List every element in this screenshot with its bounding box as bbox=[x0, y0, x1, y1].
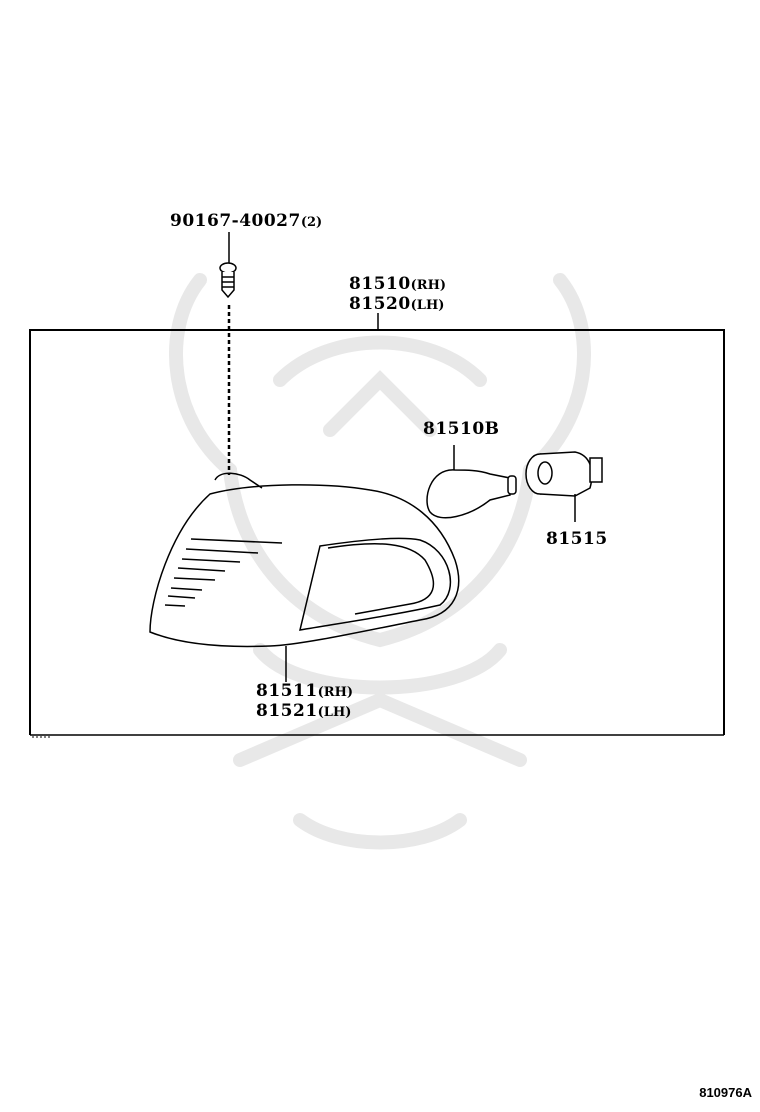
assembly-bracket bbox=[29, 313, 725, 738]
figure-id: 810976A bbox=[699, 1085, 752, 1100]
part-side: (RH) bbox=[317, 685, 354, 700]
part-line-lh: 81520(LH) bbox=[349, 295, 446, 315]
socket-icon bbox=[525, 451, 603, 522]
part-qty: (2) bbox=[300, 215, 323, 230]
part-line-rh: 81510(RH) bbox=[349, 275, 446, 295]
bulb-icon bbox=[426, 445, 517, 519]
part-number: 81511 bbox=[256, 681, 318, 701]
part-label-lens[interactable]: 81511(RH) 81521(LH) bbox=[256, 682, 353, 722]
part-side: (LH) bbox=[410, 298, 445, 313]
part-label-bulb[interactable]: 81510B bbox=[423, 420, 500, 438]
watermark-logo bbox=[169, 273, 591, 850]
part-number: 81521 bbox=[256, 701, 318, 721]
part-number: 81515 bbox=[546, 529, 608, 549]
lens-icon bbox=[149, 472, 460, 682]
screw-icon bbox=[219, 232, 237, 475]
part-number: 81520 bbox=[349, 294, 411, 314]
part-label-socket[interactable]: 81515 bbox=[546, 530, 608, 548]
part-label-lamp-assy[interactable]: 81510(RH) 81520(LH) bbox=[349, 275, 446, 315]
part-side: (RH) bbox=[410, 278, 447, 293]
part-line-lh: 81521(LH) bbox=[256, 702, 353, 722]
part-number: 81510 bbox=[349, 274, 411, 294]
part-number: 81510B bbox=[423, 419, 500, 439]
part-label-screw[interactable]: 90167-40027(2) bbox=[170, 212, 322, 232]
part-number: 90167-40027 bbox=[170, 211, 301, 231]
part-line-rh: 81511(RH) bbox=[256, 682, 353, 702]
part-side: (LH) bbox=[317, 705, 352, 720]
